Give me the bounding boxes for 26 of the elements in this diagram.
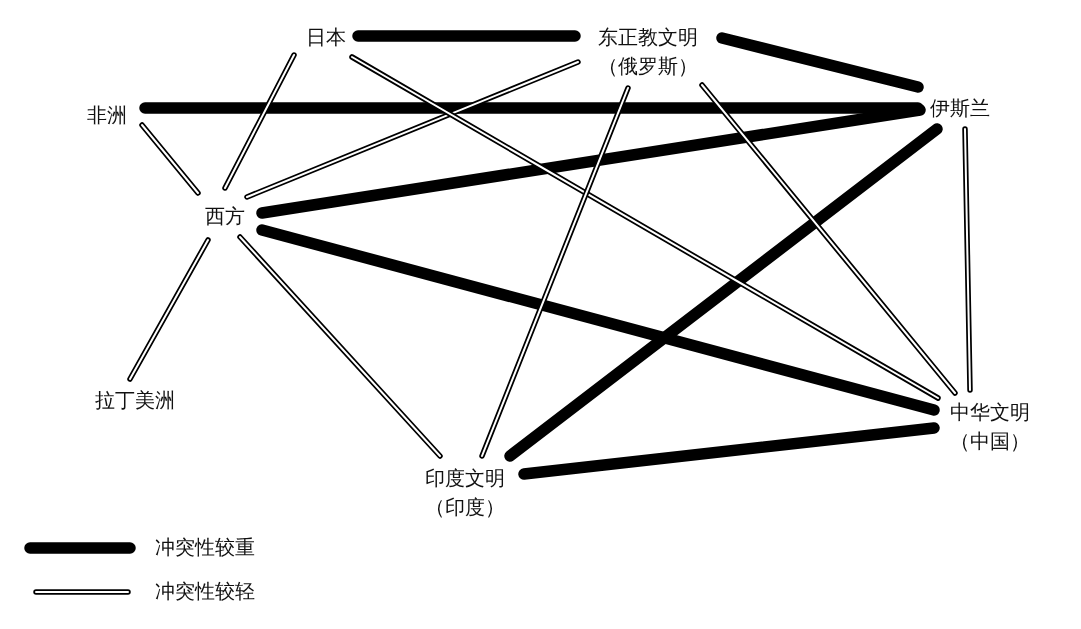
heavy-conflict-line [504, 123, 943, 462]
light-conflict-line [139, 122, 201, 196]
civilization-label: 拉丁美洲 [94, 386, 176, 414]
light-conflict-line [349, 54, 941, 401]
heavy-conflict-line [139, 102, 924, 114]
light-conflict-line [962, 126, 973, 393]
heavy-conflict-line [256, 104, 926, 219]
civilization-label: 非洲 [86, 101, 128, 129]
light-conflict-line [237, 234, 443, 459]
heavy-conflict-line [716, 32, 924, 93]
light-conflict-line [244, 59, 581, 200]
legend-label: 冲突性较轻 [155, 578, 255, 605]
civilization-label: 印度文明（印度） [424, 465, 506, 521]
civilization-label: 中华文明（中国） [949, 399, 1031, 455]
civilization-label: 东正教文明（俄罗斯） [597, 24, 699, 80]
civilization-label: 日本 [305, 23, 347, 51]
heavy-conflict-line [256, 224, 940, 416]
light-conflict-line [479, 85, 631, 459]
civilization-label: 西方 [204, 202, 246, 230]
light-conflict-line [222, 52, 297, 191]
heavy-conflict-line [352, 30, 581, 42]
heavy-conflict-line [518, 422, 940, 480]
light-conflict-line [127, 237, 211, 382]
legend-label: 冲突性较重 [155, 534, 255, 561]
light-conflict-line [699, 82, 958, 396]
civilization-label: 伊斯兰 [929, 94, 991, 122]
